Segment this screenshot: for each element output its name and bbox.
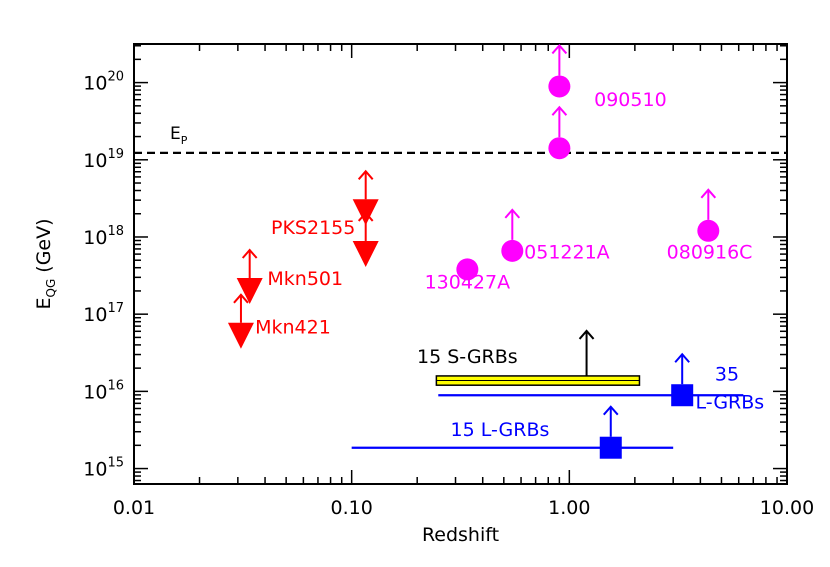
agn-triangle-marker	[352, 240, 379, 267]
grb-limit-arrow-head	[504, 208, 521, 219]
y-tick-label: 1020	[83, 70, 124, 95]
lgrb-limit-arrow-head	[674, 352, 690, 363]
y-tick-label: 1015	[83, 456, 124, 481]
annotation-label: PKS2155	[271, 217, 355, 239]
grb-limit-arrow-head	[700, 188, 717, 199]
annotation-label: 090510	[594, 89, 667, 111]
annotation-label: Mkn421	[255, 316, 331, 338]
annotation-label: 080916C	[667, 242, 753, 264]
agn-triangle-marker	[227, 322, 254, 349]
x-tick-label: 0.01	[113, 497, 155, 519]
grb-circle-marker	[548, 137, 571, 160]
x-tick-label: 1.00	[548, 497, 590, 519]
agn-limit-arrow-head	[357, 169, 374, 180]
grb-limit-arrow-head	[551, 43, 568, 55]
y-tick-label: 1016	[83, 378, 124, 403]
agn-limit-arrow-head	[241, 248, 258, 259]
annotation-label: L-GRBs	[696, 391, 765, 413]
agn-limit-arrow-head	[357, 211, 374, 222]
agn-triangle-marker	[236, 278, 263, 305]
annotation-label: 35	[715, 364, 739, 386]
grb-circle-marker	[456, 258, 479, 281]
lgrb-limit-arrow-head	[603, 405, 619, 416]
x-tick-label: 10.00	[760, 497, 814, 519]
y-tick-label: 1019	[83, 147, 124, 172]
plot-frame	[133, 43, 788, 485]
annotation-label: 051221A	[524, 242, 610, 264]
s-grb-arrow-head	[578, 329, 595, 340]
grb-circle-marker	[501, 239, 524, 262]
y-tick-label: 1018	[83, 224, 124, 249]
x-tick-label: 0.10	[331, 497, 373, 519]
agn-limit-arrow-head	[233, 293, 249, 304]
grb-circle-marker	[697, 219, 720, 242]
annotation-label: 15 S-GRBs	[417, 346, 518, 368]
annotation-label: 130427A	[425, 272, 511, 294]
lgrb-square-marker	[671, 384, 694, 407]
y-tick-label: 1017	[83, 301, 124, 326]
grb-limit-arrow-head	[551, 105, 568, 116]
annotation-label: 15 L-GRBs	[451, 419, 550, 441]
annotation-label: Mkn501	[267, 268, 343, 290]
planck-energy-label: EP	[170, 124, 188, 147]
x-axis-title: Redshift	[422, 524, 499, 546]
lgrb-square-marker	[599, 436, 622, 459]
grb-circle-marker	[548, 75, 571, 98]
y-axis-title: EQG (GeV)	[33, 218, 58, 309]
